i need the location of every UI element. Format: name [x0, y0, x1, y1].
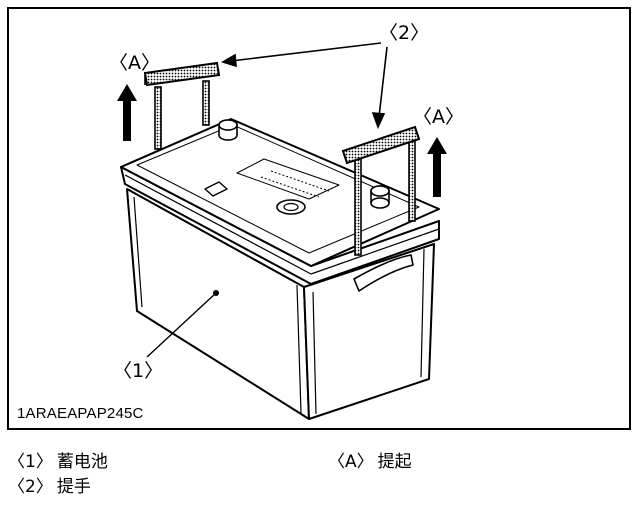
callout-handles: 〈2〉	[379, 22, 429, 44]
legend-num: 〈2〉	[8, 477, 53, 497]
right-handle	[341, 125, 421, 256]
legend-num: 〈1〉	[8, 452, 53, 472]
lift-arrow-left	[117, 84, 137, 141]
battery-body	[120, 118, 440, 420]
legend-text: 蓄电池	[56, 452, 108, 472]
left-handle	[143, 61, 221, 150]
legend-text: 提起	[377, 452, 412, 472]
lift-arrow-right	[427, 137, 447, 197]
battery-illustration: 〈A〉 〈2〉 〈A〉 〈1〉	[109, 22, 464, 420]
legend-num: 〈A〉	[328, 452, 374, 472]
callout-2-leaders	[221, 42, 388, 130]
figure-code: 1ARAEAPAP245C	[17, 405, 144, 422]
callout-lift-right: 〈A〉	[413, 106, 464, 128]
figure-frame: 〈A〉 〈2〉 〈A〉 〈1〉 1ARAEAPAP245C	[7, 7, 631, 430]
callout-battery: 〈1〉	[113, 360, 163, 382]
callout-lift-left: 〈A〉	[109, 52, 160, 74]
legend-text: 提手	[56, 477, 91, 497]
legend-item-lift: 〈A〉提起	[328, 452, 412, 472]
callout-1-leader	[146, 292, 217, 358]
legend-item-handle: 〈2〉提手	[8, 477, 91, 497]
legend-item-battery: 〈1〉蓄电池	[8, 452, 108, 472]
